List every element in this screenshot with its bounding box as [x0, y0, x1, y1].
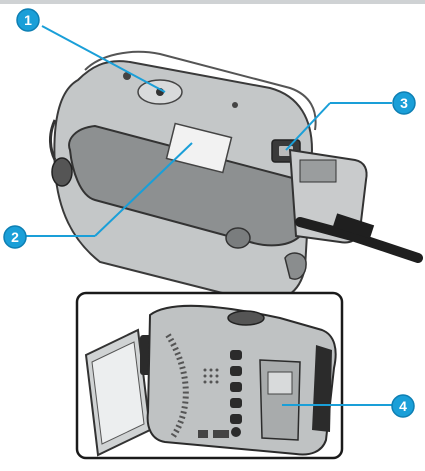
callout-leaders — [25, 25, 392, 406]
callout-3: 3 — [392, 91, 416, 115]
callout-2: 2 — [3, 225, 27, 249]
leader-line-1 — [41, 25, 166, 93]
callout-badge-2 — [3, 225, 27, 249]
camcorder-lcd-open-view — [75, 291, 344, 460]
top-divider — [0, 0, 425, 4]
callout-label-4: 4 — [399, 398, 407, 414]
callout-badge-4 — [391, 394, 415, 418]
callout-label-2: 2 — [11, 229, 19, 245]
callout-label-1: 1 — [24, 12, 32, 28]
callout-4: 4 — [391, 394, 415, 418]
callout-badge-3 — [392, 91, 416, 115]
callout-label-3: 3 — [400, 95, 408, 111]
leader-line-2b — [94, 142, 193, 237]
camcorder-top-view — [49, 50, 423, 303]
leader-line-3b — [285, 102, 331, 151]
callout-1: 1 — [16, 8, 40, 32]
callout-badge-1 — [16, 8, 40, 32]
